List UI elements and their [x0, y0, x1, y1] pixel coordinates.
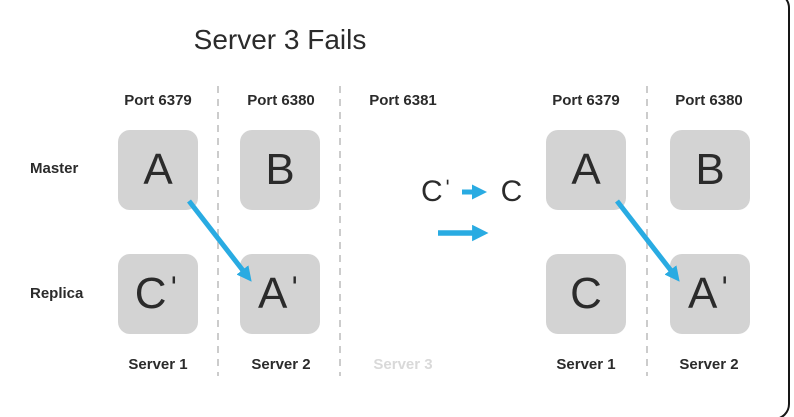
port-label-after-6379: Port 6379 [552, 92, 620, 109]
promotion-to-label: C [500, 175, 523, 208]
row-label-master: Master [30, 160, 79, 177]
promotion-arrow-icon [461, 184, 487, 200]
server-label-after-1: Server 1 [556, 356, 616, 373]
page-title: Server 3 Fails [193, 24, 367, 55]
port-label-before-6380: Port 6380 [247, 92, 315, 109]
node-box-after-replica-a: Aˈ [670, 254, 750, 334]
column-divider [217, 86, 219, 376]
node-box-after-master-a: A [546, 130, 626, 210]
promotion-from-label: Cˈ [421, 175, 453, 208]
node-box-after-master-b: B [670, 130, 750, 210]
server-label-before-2: Server 2 [251, 356, 311, 373]
node-box-before-master-a: A [118, 130, 198, 210]
column-divider [339, 86, 341, 376]
column-divider [646, 86, 648, 376]
node-box-after-replica-c: C [546, 254, 626, 334]
node-box-before-replica-a: Aˈ [240, 254, 320, 334]
promotion-annotation: Cˈ C [421, 172, 522, 212]
port-label-after-6380: Port 6380 [675, 92, 743, 109]
port-label-before-6381: Port 6381 [369, 92, 437, 109]
node-box-before-replica-c: Cˈ [118, 254, 198, 334]
server-label-after-2: Server 2 [679, 356, 739, 373]
server-label-before-1: Server 1 [128, 356, 188, 373]
node-box-before-master-b: B [240, 130, 320, 210]
port-label-before-6379: Port 6379 [124, 92, 192, 109]
server-label-before-3-failed: Server 3 [373, 356, 433, 373]
row-label-replica: Replica [30, 285, 84, 302]
